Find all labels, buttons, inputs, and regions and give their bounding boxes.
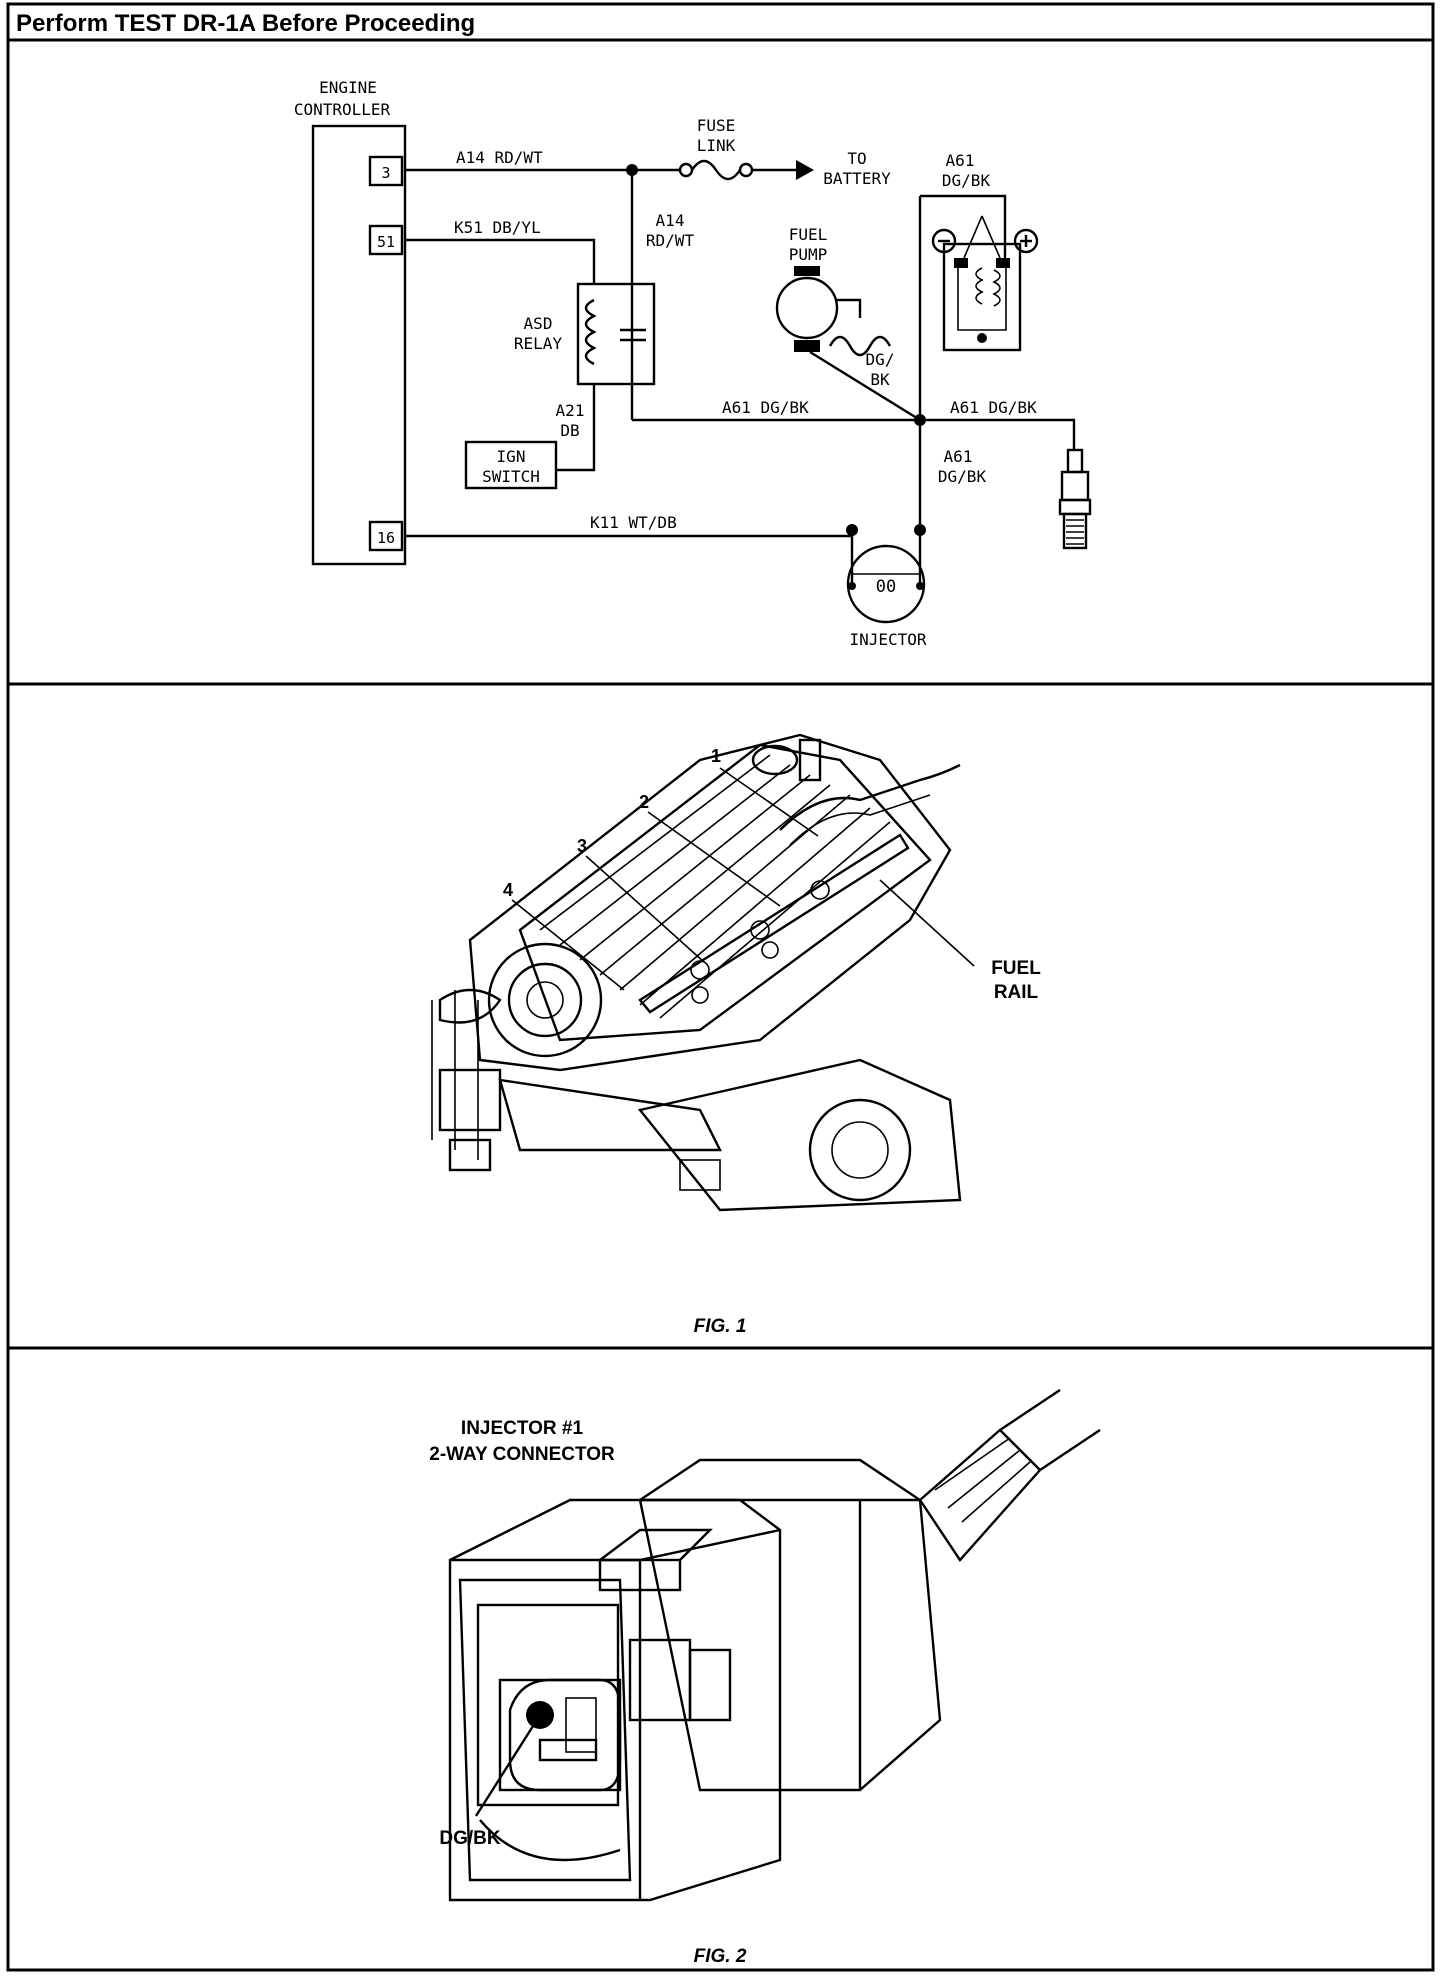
ign-switch-label: IGN xyxy=(497,447,526,466)
sensor-element-top xyxy=(963,215,1001,259)
junction-k11 xyxy=(846,524,858,536)
wire-a61-right-label: A61 DG/BK xyxy=(950,398,1037,417)
pin-51-box xyxy=(368,224,404,256)
fig1-engine-drawing: 1 2 3 4 FUEL RAIL xyxy=(431,733,1041,1212)
pin-51: 51 xyxy=(377,233,395,251)
injector-label: INJECTOR xyxy=(849,630,926,649)
pin-3: 3 xyxy=(381,164,390,182)
heated-sensor-box xyxy=(942,242,1022,352)
wire-a14-mid-label-2: RD/WT xyxy=(646,231,695,250)
to-battery-label: TO xyxy=(847,149,866,168)
fuel-rail-label: FUEL xyxy=(991,958,1041,979)
page-frame xyxy=(6,2,1435,1972)
to-battery-arrow xyxy=(796,160,814,180)
sensor-plus-icon xyxy=(1013,228,1039,254)
pin-label: DG/BK xyxy=(439,1828,501,1849)
wire-a61-top-label: A61 xyxy=(946,151,975,170)
ign-switch-label-2: SWITCH xyxy=(482,467,540,486)
asd-relay-label-2: RELAY xyxy=(514,334,563,353)
fuel-rail-label-2: RAIL xyxy=(994,982,1039,1003)
wire-a61-mid-label: A61 DG/BK xyxy=(722,398,809,417)
page-title: Perform TEST DR-1A Before Proceeding xyxy=(16,10,475,37)
wire-dgbk-pump-label-2: BK xyxy=(870,370,890,389)
fuel-pump-label: FUEL xyxy=(789,225,828,244)
wire-k51-label: K51 DB/YL xyxy=(454,218,541,237)
to-battery-label-2: BATTERY xyxy=(823,169,891,188)
wire-a21-label: A21 xyxy=(556,401,585,420)
relay-coil xyxy=(584,298,597,366)
sensor-minus-icon xyxy=(931,228,957,254)
wire-a14-mid-label: A14 xyxy=(656,211,685,230)
fig2-caption: FIG. 2 xyxy=(694,1946,747,1967)
injector-coil-label: 00 xyxy=(876,577,896,597)
callout-3: 3 xyxy=(577,836,587,856)
wire-a61-down-label-2: DG/BK xyxy=(938,467,987,486)
fuse-link-symbol xyxy=(691,159,741,181)
asd-relay-label: ASD xyxy=(524,314,553,333)
sensor-coil-2 xyxy=(992,269,1001,307)
fig2-connector-drawing: INJECTOR #1 2-WAY CONNECTOR DG/BK xyxy=(429,1389,1101,1902)
pin-16-box xyxy=(368,520,404,552)
engine-controller-box xyxy=(311,124,407,566)
wire-a61-down-label: A61 xyxy=(944,447,973,466)
engine-controller-label-2: CONTROLLER xyxy=(294,100,391,119)
pin-3-box xyxy=(368,155,404,187)
fuel-pump-ground xyxy=(828,335,892,357)
wire-k11-label: K11 WT/DB xyxy=(590,513,677,532)
wire-a21-label-2: DB xyxy=(560,421,579,440)
injector-symbol xyxy=(846,544,926,624)
fuse-terminal-left xyxy=(678,162,694,178)
wiring-schematic: ENGINE CONTROLLER 3 51 16 A14 RD/WT FUSE… xyxy=(294,78,1092,649)
fig1-caption: FIG. 1 xyxy=(694,1316,747,1337)
callout-2: 2 xyxy=(639,792,649,812)
pin-16: 16 xyxy=(377,529,395,547)
fuse-link-label-2: LINK xyxy=(697,136,736,155)
ign-switch-box xyxy=(464,440,558,490)
wire-dgbk-pump-label: DG/ xyxy=(866,350,895,369)
connector-title: INJECTOR #1 xyxy=(461,1418,584,1439)
wire-a14-top-label: A14 RD/WT xyxy=(456,148,543,167)
connector-title-2: 2-WAY CONNECTOR xyxy=(429,1444,615,1465)
junction-a61-injector xyxy=(914,524,926,536)
asd-relay-box xyxy=(576,282,656,386)
callout-4: 4 xyxy=(503,880,513,900)
fuel-pump-top-terminal xyxy=(794,266,820,276)
fuel-pump-symbol xyxy=(775,276,839,340)
engine-controller-label: ENGINE xyxy=(319,78,377,97)
fuel-pump-bottom-terminal xyxy=(794,340,820,352)
o2-sensor-icon xyxy=(1058,448,1092,550)
callout-1: 1 xyxy=(711,746,721,766)
sensor-element xyxy=(957,258,1007,331)
fuse-terminal-right xyxy=(738,162,754,178)
wire-a61-top-label-2: DG/BK xyxy=(942,171,991,190)
fuse-link-label: FUSE xyxy=(697,116,736,135)
fuel-pump-pipe xyxy=(837,298,862,318)
fuel-pump-label-2: PUMP xyxy=(789,245,828,264)
sensor-coil xyxy=(975,267,984,305)
